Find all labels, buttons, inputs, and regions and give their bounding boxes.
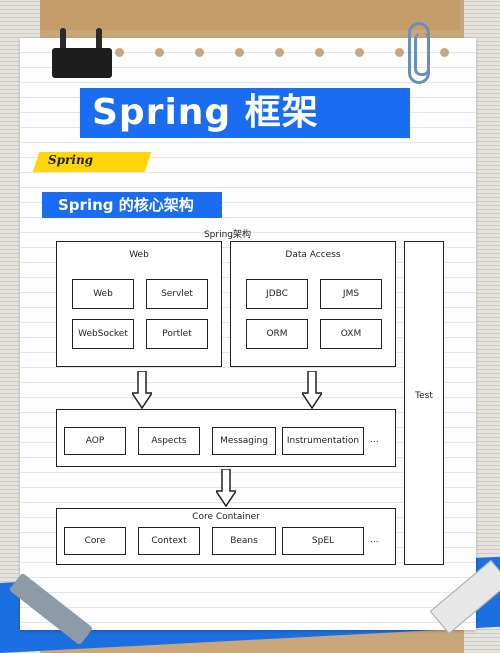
core-item: Core — [64, 527, 126, 555]
paper-hole — [235, 48, 244, 57]
jms-item: JMS — [320, 279, 382, 309]
spring-architecture-diagram: Spring架构 Web Web Servlet WebSocket Portl… — [30, 225, 470, 573]
web-module-label: Web — [129, 250, 149, 260]
down-arrow-icon — [216, 469, 236, 507]
down-arrow-icon — [302, 371, 322, 409]
section-subtitle: Spring 的核心架构 — [42, 192, 222, 218]
binder-clip-icon — [48, 28, 116, 80]
diagram-title: Spring架构 — [203, 230, 252, 240]
web-item: Web — [72, 279, 134, 309]
servlet-item: Servlet — [146, 279, 208, 309]
spel-item: SpEL — [282, 527, 364, 555]
paper-hole — [115, 48, 124, 57]
paperclip-icon — [408, 22, 430, 84]
context-item: Context — [138, 527, 200, 555]
more-ellipsis: ... — [370, 435, 379, 445]
instrumentation-item: Instrumentation — [282, 427, 364, 455]
aspects-item: Aspects — [138, 427, 200, 455]
more-ellipsis: ... — [370, 535, 379, 545]
test-module-label: Test — [415, 391, 433, 401]
paper-hole — [315, 48, 324, 57]
core-container-label: Core Container — [192, 512, 260, 522]
portlet-item: Portlet — [146, 319, 208, 349]
paper-hole — [440, 48, 449, 57]
paper-hole — [395, 48, 404, 57]
page-title: Spring 框架 — [80, 88, 410, 138]
paper-hole — [275, 48, 284, 57]
oxm-item: OXM — [320, 319, 382, 349]
orm-item: ORM — [246, 319, 308, 349]
cardboard-background — [40, 0, 460, 30]
aop-item: AOP — [64, 427, 126, 455]
tag-label: Spring — [48, 153, 94, 167]
beans-item: Beans — [212, 527, 276, 555]
websocket-item: WebSocket — [72, 319, 134, 349]
paper-hole — [355, 48, 364, 57]
paper-hole — [155, 48, 164, 57]
jdbc-item: JDBC — [246, 279, 308, 309]
test-module-box — [404, 241, 444, 565]
messaging-item: Messaging — [212, 427, 276, 455]
down-arrow-icon — [132, 371, 152, 409]
data-access-module-label: Data Access — [285, 250, 341, 260]
paper-hole — [195, 48, 204, 57]
